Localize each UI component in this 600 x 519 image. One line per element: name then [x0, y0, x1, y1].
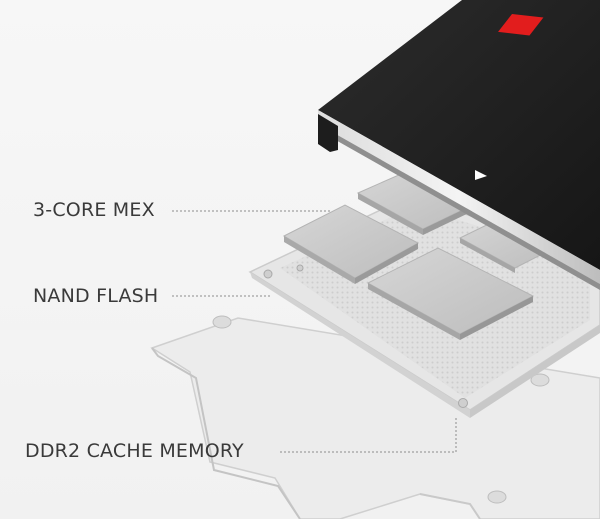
- ssd-top-case: [318, 0, 600, 290]
- ddr2-cache-chip: [366, 247, 535, 340]
- screw-hole: [212, 315, 232, 329]
- leader-lines: [172, 210, 457, 453]
- triangle-icon: [475, 170, 487, 180]
- label-3-core-mex: 3-CORE MEX: [33, 199, 155, 221]
- red-square-icon: [498, 14, 544, 36]
- screw-hole: [487, 490, 507, 504]
- board-mount-hole: [296, 264, 304, 272]
- label-ddr2-cache-memory: DDR2 CACHE MEMORY: [25, 440, 244, 462]
- board-mount-hole: [263, 269, 273, 279]
- label-nand-flash: NAND FLASH: [33, 285, 159, 307]
- nand-flash-chip: [282, 204, 420, 284]
- board-mount-hole: [458, 398, 468, 408]
- screw-hole: [530, 373, 550, 387]
